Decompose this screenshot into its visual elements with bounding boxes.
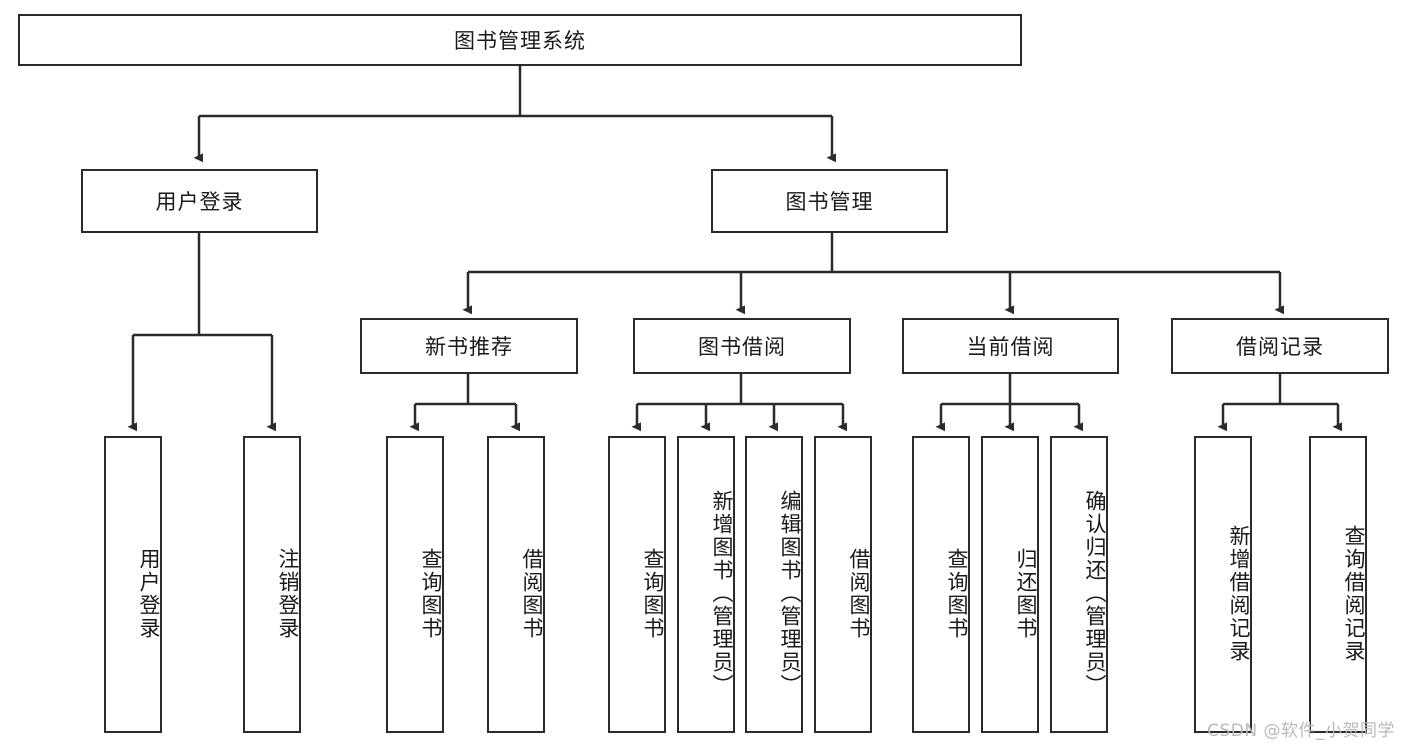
- node-leaf-user-login-label: 用户登录: [137, 547, 161, 640]
- node-leaf-query-record[interactable]: 查询借阅记录: [1309, 436, 1367, 733]
- node-leaf-edit-book[interactable]: 编辑图书（管理员）: [745, 436, 803, 733]
- node-leaf-add-book[interactable]: 新增图书（管理员）: [677, 436, 735, 733]
- node-leaf-query-record-label: 查询借阅记录: [1342, 524, 1366, 663]
- csdn-watermark: CSDN @软件_小贺同学: [1207, 721, 1395, 741]
- node-leaf-add-record[interactable]: 新增借阅记录: [1194, 436, 1252, 733]
- node-leaf-confirm-return[interactable]: 确认归还（管理员）: [1050, 436, 1108, 733]
- node-user-login[interactable]: 用户登录: [81, 169, 318, 233]
- node-current-borrow[interactable]: 当前借阅: [902, 318, 1119, 374]
- node-book-manage[interactable]: 图书管理: [711, 169, 948, 233]
- node-new-book-recommend-label: 新书推荐: [425, 335, 513, 359]
- node-leaf-borrow-book-1-label: 借阅图书: [520, 547, 544, 640]
- node-borrow-record[interactable]: 借阅记录: [1171, 318, 1389, 374]
- node-new-book-recommend[interactable]: 新书推荐: [360, 318, 578, 374]
- node-leaf-query-book-2[interactable]: 查询图书: [608, 436, 666, 733]
- node-leaf-return-book-label: 归还图书: [1014, 547, 1038, 640]
- node-current-borrow-label: 当前借阅: [966, 335, 1055, 359]
- node-leaf-query-book-3-label: 查询图书: [945, 547, 969, 640]
- node-leaf-logout-login[interactable]: 注销登录: [243, 436, 301, 733]
- node-root[interactable]: 图书管理系统: [18, 14, 1022, 66]
- node-leaf-query-book-1-label: 查询图书: [419, 547, 443, 640]
- node-leaf-query-book-2-label: 查询图书: [641, 547, 665, 640]
- node-borrow-record-label: 借阅记录: [1236, 335, 1324, 359]
- node-leaf-user-login[interactable]: 用户登录: [104, 436, 162, 733]
- node-leaf-borrow-book-2-label: 借阅图书: [847, 547, 871, 640]
- node-leaf-borrow-book-2[interactable]: 借阅图书: [814, 436, 872, 733]
- node-book-manage-label: 图书管理: [785, 190, 874, 214]
- node-book-borrow-label: 图书借阅: [698, 335, 786, 359]
- node-root-label: 图书管理系统: [454, 29, 586, 53]
- node-leaf-edit-book-label: 编辑图书（管理员）: [778, 490, 802, 697]
- node-leaf-borrow-book-1[interactable]: 借阅图书: [487, 436, 545, 733]
- node-leaf-logout-login-label: 注销登录: [276, 547, 300, 640]
- node-leaf-add-book-label: 新增图书（管理员）: [710, 490, 734, 697]
- node-leaf-confirm-return-label: 确认归还（管理员）: [1083, 490, 1107, 697]
- node-leaf-query-book-1[interactable]: 查询图书: [386, 436, 444, 733]
- node-leaf-query-book-3[interactable]: 查询图书: [912, 436, 970, 733]
- node-leaf-return-book[interactable]: 归还图书: [981, 436, 1039, 733]
- node-book-borrow[interactable]: 图书借阅: [633, 318, 851, 374]
- node-leaf-add-record-label: 新增借阅记录: [1227, 524, 1251, 663]
- node-user-login-label: 用户登录: [155, 190, 244, 214]
